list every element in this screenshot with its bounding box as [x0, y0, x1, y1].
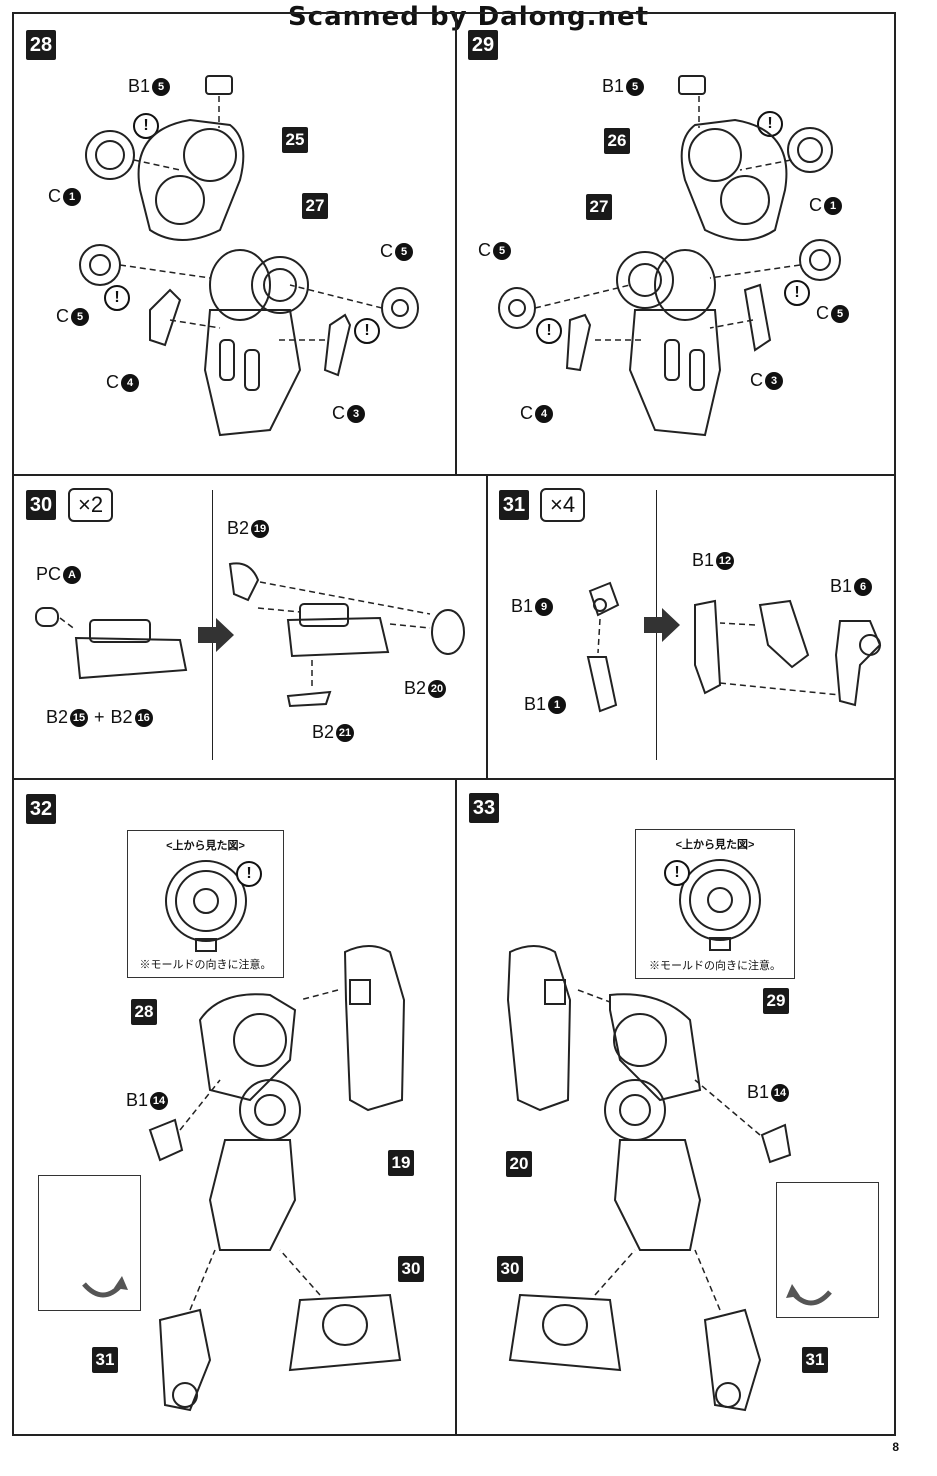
ankle-block-illustration: [35, 562, 465, 708]
quantity-badge: ×4: [540, 488, 586, 522]
page-number: 8: [892, 1440, 899, 1454]
quantity-badge: ×2: [68, 488, 114, 522]
part-label-c1: C 1: [809, 195, 842, 216]
ref-part-27: 27: [586, 194, 612, 220]
scan-watermark: Scanned by Dalong.net: [287, 2, 650, 32]
part-label-b1-14: B1 14: [747, 1082, 790, 1103]
part-label-b2-21: B2 21: [312, 722, 355, 743]
callout-title: <上から見た図>: [675, 839, 755, 851]
part-label-b1-5: B1 5: [128, 76, 171, 97]
right-arrow-icon: [644, 608, 680, 642]
ref-part-30: 30: [497, 1256, 523, 1282]
ref-part-26: 26: [604, 128, 630, 154]
part-label-b1-5: B1 5: [602, 76, 645, 97]
part-label-c3: C 3: [750, 370, 783, 391]
warning-icon: !: [236, 861, 262, 887]
part-label-b1-9: B1 9: [511, 596, 554, 617]
right-arrow-icon: [198, 618, 234, 652]
callout-note: ※モールドの向きに注意。: [649, 960, 781, 972]
ref-part-31: 31: [802, 1347, 828, 1373]
leg-assembly-illustration: [79, 75, 419, 437]
callout-note: ※モールドの向きに注意。: [139, 959, 272, 971]
column-divider: [455, 778, 457, 1436]
part-label-pc-a: PC A: [36, 564, 82, 585]
turbine-top-view: [165, 860, 247, 952]
warning-icon: !: [757, 111, 783, 137]
foot-joint-illustration: [586, 581, 882, 713]
step-number: 31: [499, 490, 529, 520]
step-number: 30: [26, 490, 56, 520]
top-view-callout: <上から見た図> ! ※モールドの向きに注意。: [635, 829, 795, 979]
part-label-b2-19: B2 19: [227, 518, 270, 539]
part-label-c1: C 1: [48, 186, 81, 207]
part-label-c5-left: C 5: [56, 306, 89, 327]
part-label-b2-20: B2 20: [404, 678, 447, 699]
full-leg-illustration: [148, 945, 406, 1412]
part-label-c5-right: C 5: [380, 241, 413, 262]
ref-part-29: 29: [763, 988, 789, 1014]
part-label-c5-right: C 5: [816, 303, 849, 324]
sub-step-divider: [212, 490, 213, 760]
rotate-arrow-icon: [786, 1284, 832, 1306]
full-leg-illustration: [506, 945, 792, 1412]
ref-part-25: 25: [282, 127, 308, 153]
part-label-b1-1: B1 1: [524, 694, 567, 715]
top-view-callout: <上から見た図> ! ※モールドの向きに注意。: [127, 830, 284, 978]
ref-part-30: 30: [398, 1256, 424, 1282]
part-label-b1-6: B1 6: [830, 576, 873, 597]
ref-part-31: 31: [92, 1347, 118, 1373]
leg-assembly-illustration: [498, 75, 841, 437]
step-number: 32: [26, 794, 56, 824]
row-divider: [12, 474, 896, 476]
warning-icon: !: [536, 318, 562, 344]
callout-title: <上から見た図>: [166, 840, 245, 852]
warning-icon: !: [354, 318, 380, 344]
ref-part-20: 20: [506, 1151, 532, 1177]
part-label-b2-15-16: B2 15 + B2 16: [46, 707, 153, 728]
part-label-c4: C 4: [520, 403, 553, 424]
turbine-top-view: [679, 859, 761, 951]
warning-icon: !: [784, 280, 810, 306]
ref-part-19: 19: [388, 1150, 414, 1176]
step-number: 33: [469, 793, 499, 823]
ref-part-27: 27: [302, 193, 328, 219]
step-number: 28: [26, 30, 56, 60]
column-divider: [455, 12, 457, 476]
warning-icon: !: [104, 285, 130, 311]
instruction-page-frame: [12, 12, 896, 1436]
rotate-arrow-icon: [82, 1276, 128, 1298]
row-divider: [12, 778, 896, 780]
part-label-c5-left: C 5: [478, 240, 511, 261]
part-label-c3: C 3: [332, 403, 365, 424]
part-label-c4: C 4: [106, 372, 139, 393]
column-divider: [486, 474, 488, 780]
part-label-b1-12: B1 12: [692, 550, 735, 571]
part-label-b1-14: B1 14: [126, 1090, 169, 1111]
ref-part-28: 28: [131, 999, 157, 1025]
warning-icon: !: [664, 860, 690, 886]
step-number: 29: [468, 30, 498, 60]
